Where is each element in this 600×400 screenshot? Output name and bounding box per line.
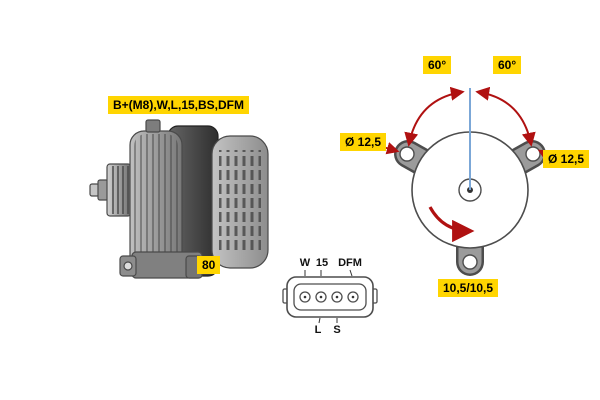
terminal-designations-label: B+(M8),W,L,15,BS,DFM xyxy=(108,96,250,115)
pin-s-label: S xyxy=(333,324,341,336)
hole-left xyxy=(399,146,415,162)
angle-60-right-label: 60° xyxy=(493,56,522,75)
rear-cover xyxy=(211,135,269,269)
hole-diameter-right-label: Ø 12,5 xyxy=(543,150,590,169)
rotation-arrow xyxy=(428,206,475,243)
pin-label-ticks xyxy=(304,269,353,324)
connector-pins xyxy=(299,291,359,303)
pin-15-label: 15 xyxy=(315,257,329,269)
connector-pinout xyxy=(282,269,378,324)
angle-arc-left xyxy=(404,86,465,147)
hole-diameter-left-label: Ø 12,5 xyxy=(340,133,387,152)
connector-inner xyxy=(293,283,367,311)
hole-bottom xyxy=(462,254,478,270)
mounting-holes-label: 10,5/10,5 xyxy=(438,279,499,298)
alternator-side-view xyxy=(89,119,269,279)
pin-w-label: W xyxy=(299,257,311,269)
drive-end-housing xyxy=(129,119,183,275)
pulley xyxy=(106,163,132,217)
pin-l-label: L xyxy=(314,324,322,336)
mounting-foot xyxy=(119,251,203,279)
angle-60-left-label: 60° xyxy=(423,56,452,75)
pin-dfm-label: DFM xyxy=(338,257,362,269)
angle-arc-right xyxy=(475,86,536,147)
hole-right xyxy=(525,146,541,162)
dimension-80-label: 80 xyxy=(197,256,221,275)
terminal-stud xyxy=(145,119,161,133)
foot-hole xyxy=(123,261,133,271)
mounting-face-view xyxy=(382,86,552,276)
